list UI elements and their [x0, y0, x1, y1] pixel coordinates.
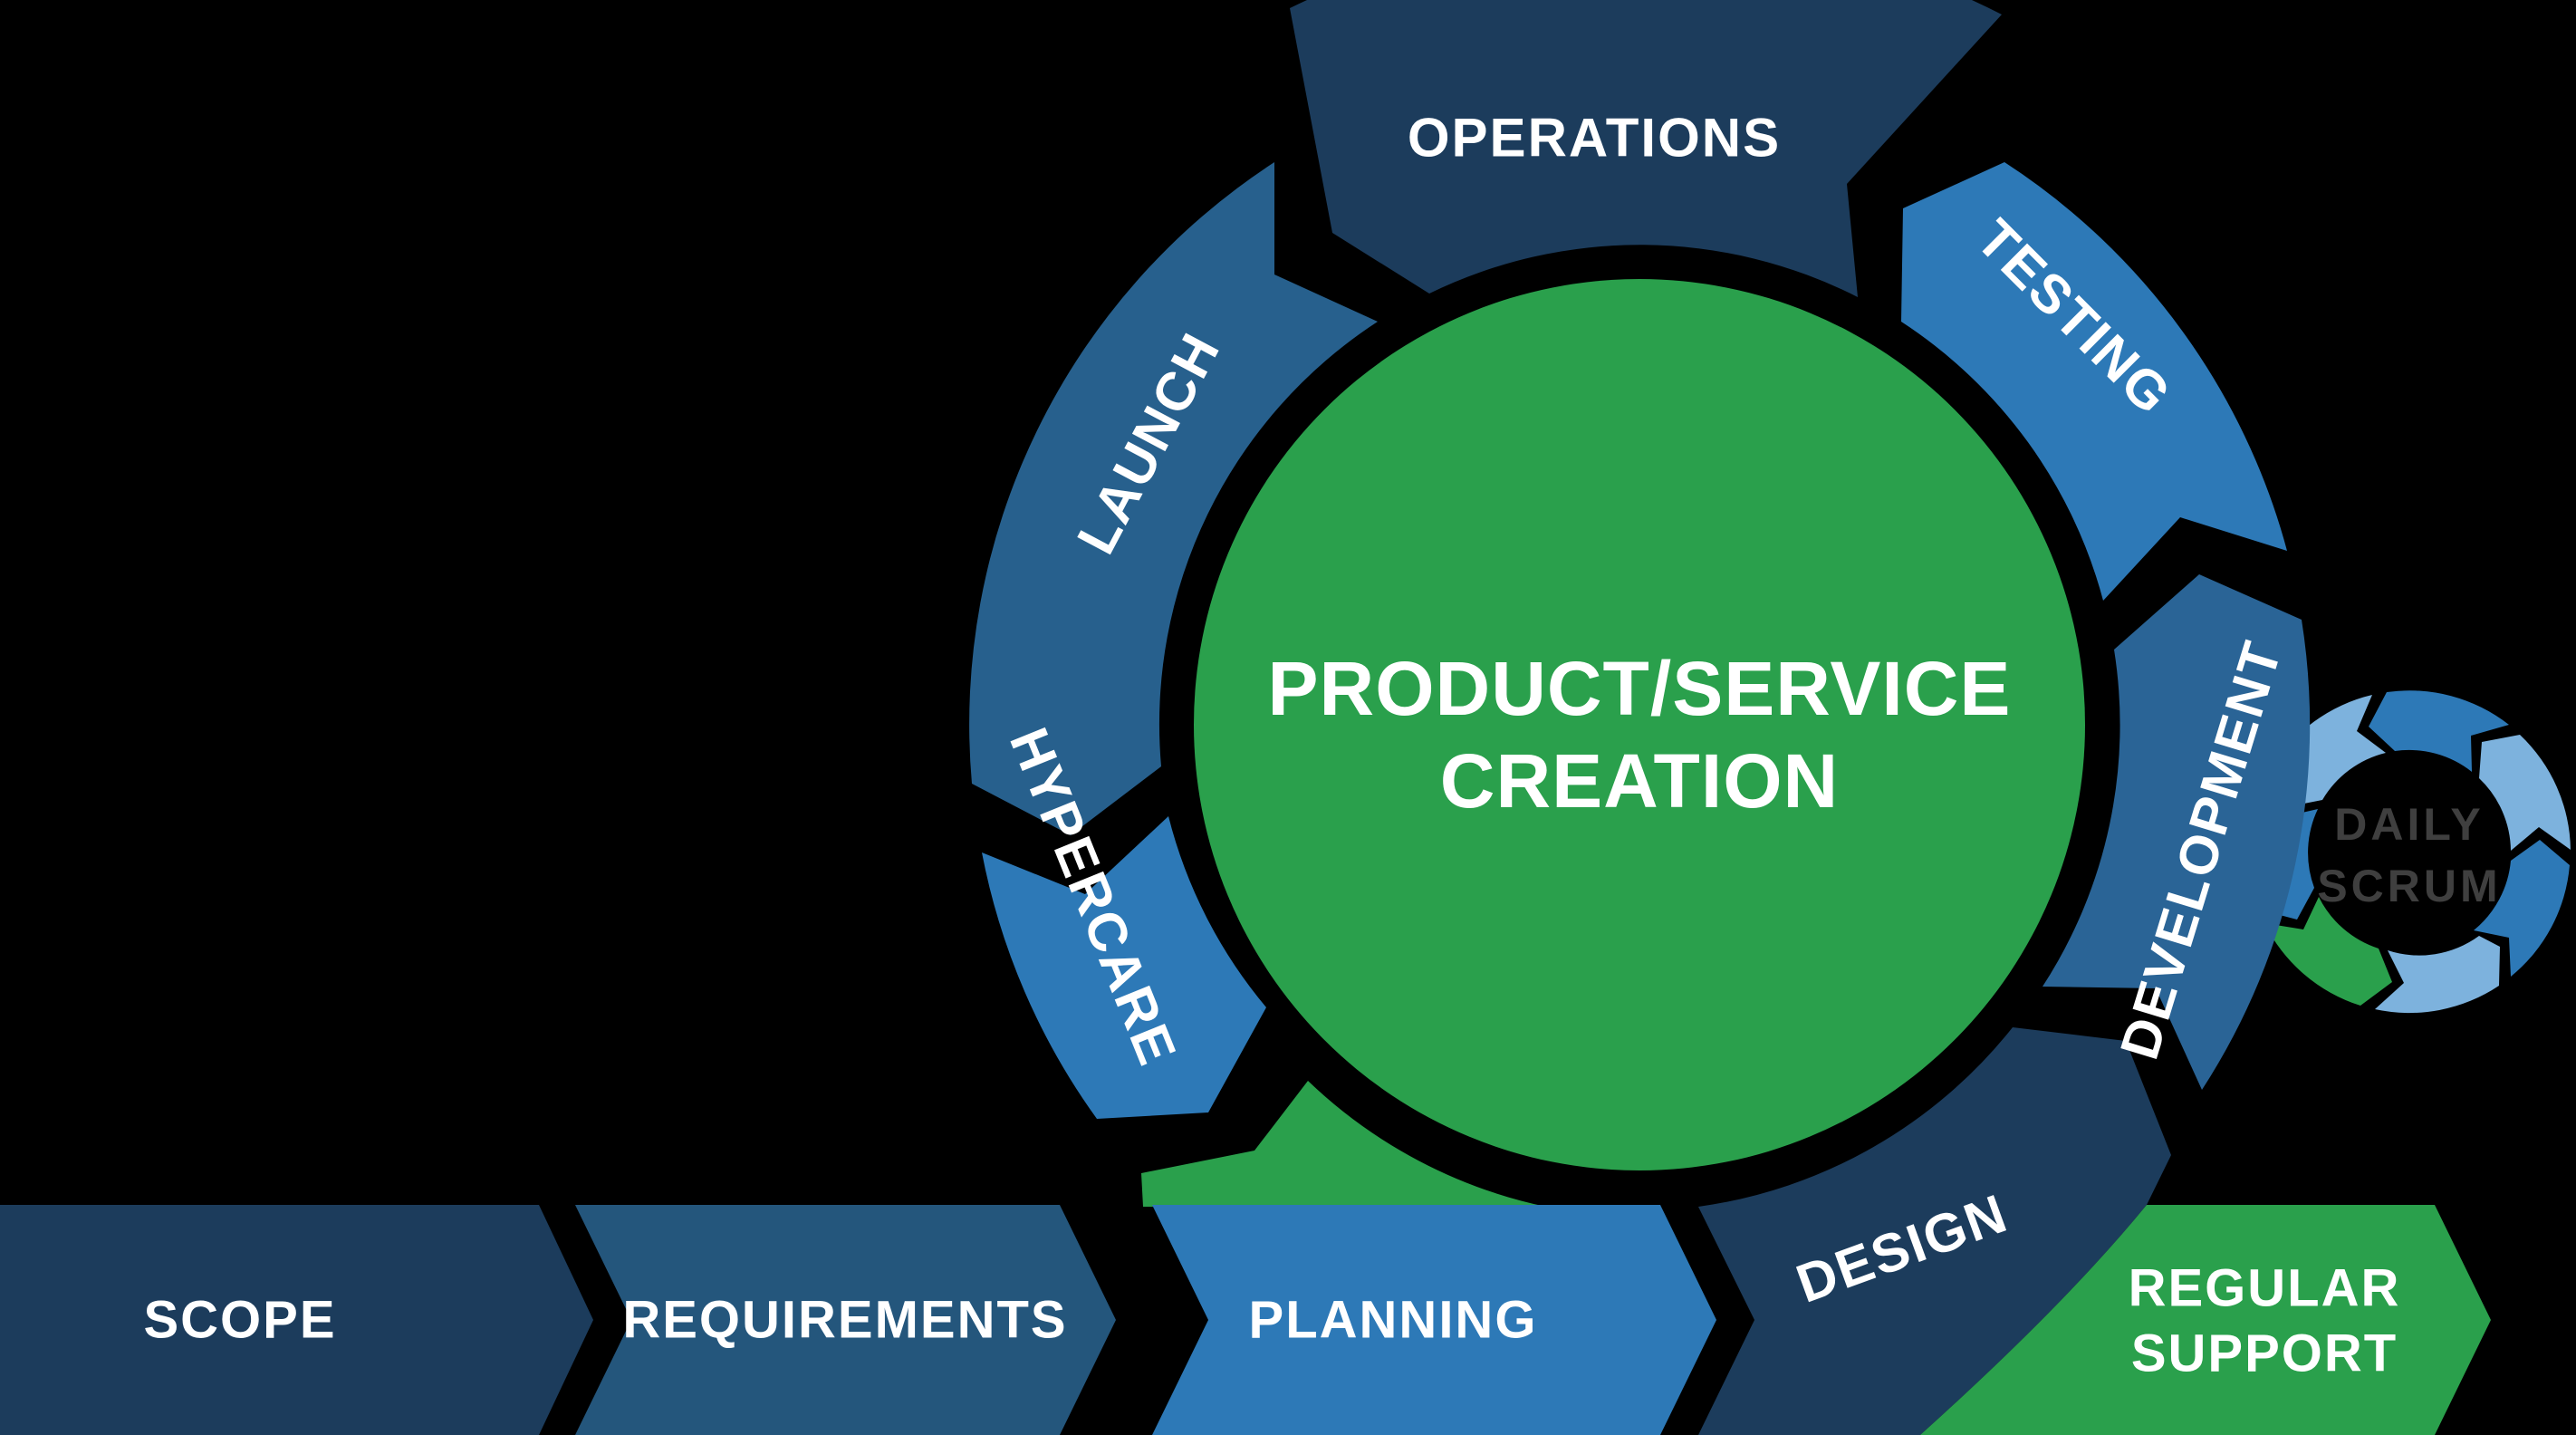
daily-scrum-label-line2: SCRUM — [2317, 861, 2501, 911]
daily-scrum-segment — [2264, 897, 2392, 1006]
label-regular-support-line1: REGULAR — [2129, 1259, 2401, 1318]
label-operations: OPERATIONS — [1408, 108, 1781, 169]
daily-scrum-segment — [2375, 936, 2500, 1014]
segment-testing — [1901, 162, 2287, 601]
segment-design — [1698, 1027, 2171, 1435]
chevron-planning — [1152, 1205, 1716, 1435]
daily-scrum-segment — [2369, 690, 2509, 772]
label-scope: SCOPE — [143, 1291, 336, 1350]
daily-scrum-segment — [2474, 840, 2570, 977]
label-planning: PLANNING — [1249, 1291, 1538, 1350]
center-title-line1: PRODUCT/SERVICE — [1268, 646, 2012, 731]
segment-hypercare — [982, 816, 1266, 1119]
segment-operations — [1290, 0, 2002, 297]
pipeline-band — [0, 1205, 2491, 1435]
daily-scrum-segment — [2479, 735, 2571, 851]
center-circle — [1194, 279, 2085, 1170]
chevron-regular-support — [1920, 1205, 2491, 1435]
segment-launch — [969, 162, 1378, 835]
segment-development — [2043, 574, 2311, 1090]
green-connector-wedge — [1141, 1081, 1546, 1207]
label-requirements: REQUIREMENTS — [622, 1291, 1067, 1350]
label-regular-support-line2: SUPPORT — [2131, 1324, 2398, 1383]
center-title-line2: CREATION — [1440, 738, 1839, 823]
daily-scrum-ring: DAILY SCRUM — [2248, 690, 2571, 1014]
main-ring — [969, 0, 2311, 1435]
daily-scrum-label-line1: DAILY — [2334, 799, 2484, 850]
chevron-requirements — [575, 1205, 1116, 1435]
chevron-scope — [0, 1205, 593, 1435]
